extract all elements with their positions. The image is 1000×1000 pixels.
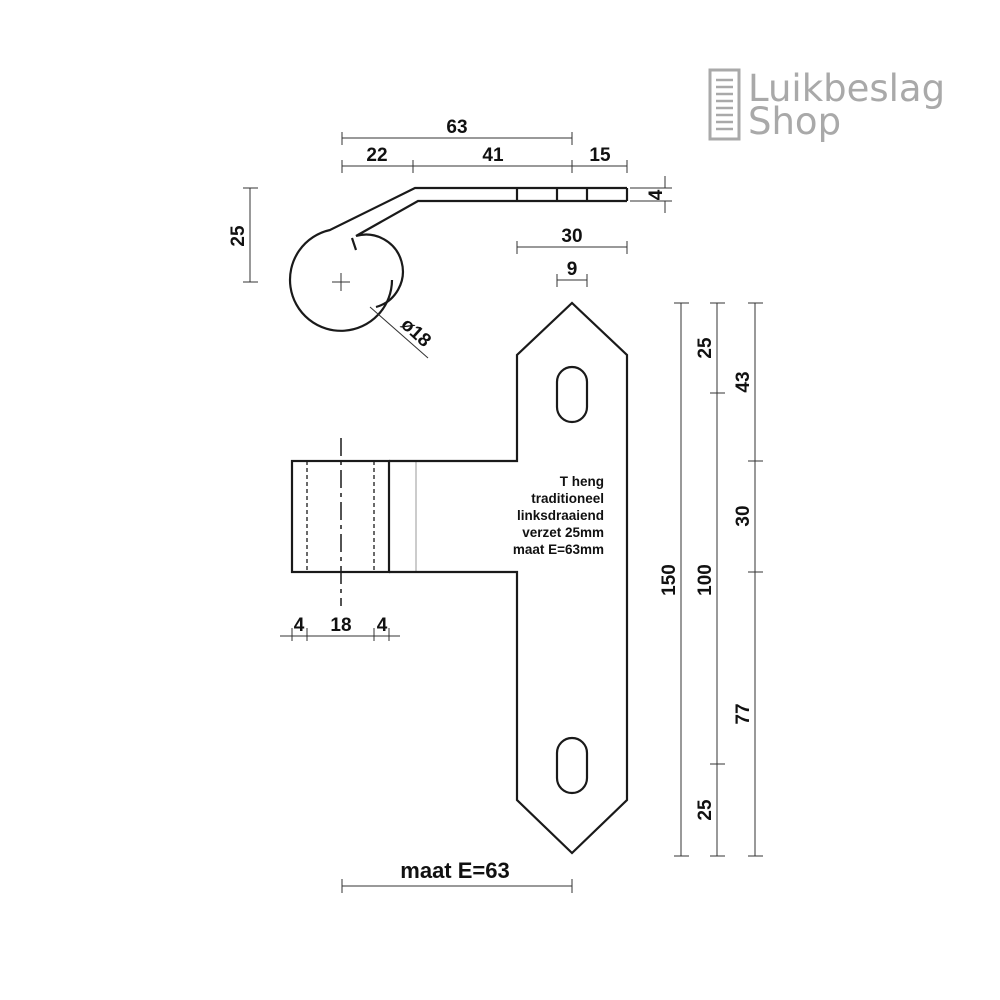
dim-offset-25: 25 bbox=[228, 187, 258, 283]
dim-thickness: 4 bbox=[630, 176, 672, 213]
note-line-3: linksdraaiend bbox=[517, 508, 604, 523]
dim-25-bottom-label: 25 bbox=[695, 799, 716, 821]
dim-diameter-label: ø18 bbox=[396, 314, 434, 352]
logo-mark-icon bbox=[708, 68, 741, 141]
dim-150: 150 bbox=[659, 302, 689, 857]
logo-text-line2: Shop bbox=[748, 100, 841, 143]
dim-9-label: 9 bbox=[567, 259, 578, 280]
side-view: 63 22 41 15 bbox=[228, 117, 672, 359]
dim-9: 9 bbox=[556, 259, 588, 287]
dim-22-label: 22 bbox=[366, 145, 387, 166]
note-line-2: traditioneel bbox=[531, 491, 604, 506]
dim-4-thickness-label: 4 bbox=[646, 189, 667, 200]
dim-150-label: 150 bbox=[659, 564, 680, 596]
strap-profile bbox=[288, 186, 629, 332]
dim-100-column: 25 100 25 bbox=[695, 302, 725, 857]
front-view: T heng traditioneel linksdraaiend verzet… bbox=[280, 301, 763, 893]
dim-knuckle-width: 4 18 4 bbox=[280, 615, 400, 641]
dim-30-vertical-label: 30 bbox=[733, 505, 754, 526]
logo: Luikbeslag Shop bbox=[708, 67, 945, 143]
dim-77-label: 77 bbox=[733, 703, 754, 724]
dim-43-label: 43 bbox=[733, 371, 754, 392]
hinge-plate bbox=[389, 301, 629, 855]
dim-25-top-label: 25 bbox=[695, 337, 716, 359]
note-line-4: verzet 25mm bbox=[522, 525, 604, 540]
dim-63-label: 63 bbox=[446, 117, 467, 138]
dim-30-slot-label: 30 bbox=[561, 226, 582, 247]
slot-bottom bbox=[555, 736, 589, 795]
dim-maat-e: maat E=63 bbox=[341, 858, 573, 893]
note-line-1: T heng bbox=[560, 474, 604, 489]
dim-4-left-label: 4 bbox=[294, 615, 305, 636]
maat-e-label: maat E=63 bbox=[400, 858, 509, 883]
dim-43-30-77-column: 43 30 77 bbox=[733, 302, 763, 857]
slot-top bbox=[555, 365, 589, 424]
logo-text-line1: Luikbeslag bbox=[748, 67, 945, 110]
dim-22-41-15: 22 41 15 bbox=[341, 145, 628, 173]
dim-diameter: ø18 bbox=[369, 306, 435, 359]
product-note: T heng traditioneel linksdraaiend verzet… bbox=[513, 474, 604, 557]
note-line-5: maat E=63mm bbox=[513, 542, 604, 557]
dim-63: 63 bbox=[341, 117, 573, 145]
dim-25-offset-label: 25 bbox=[228, 225, 249, 247]
knuckle bbox=[290, 438, 417, 606]
dim-15-label: 15 bbox=[589, 145, 611, 166]
dim-4-right-label: 4 bbox=[377, 615, 388, 636]
dim-30-slot: 30 bbox=[516, 226, 628, 254]
dim-18-label: 18 bbox=[330, 615, 351, 636]
dim-100-label: 100 bbox=[695, 564, 716, 596]
dim-41-label: 41 bbox=[482, 145, 504, 166]
